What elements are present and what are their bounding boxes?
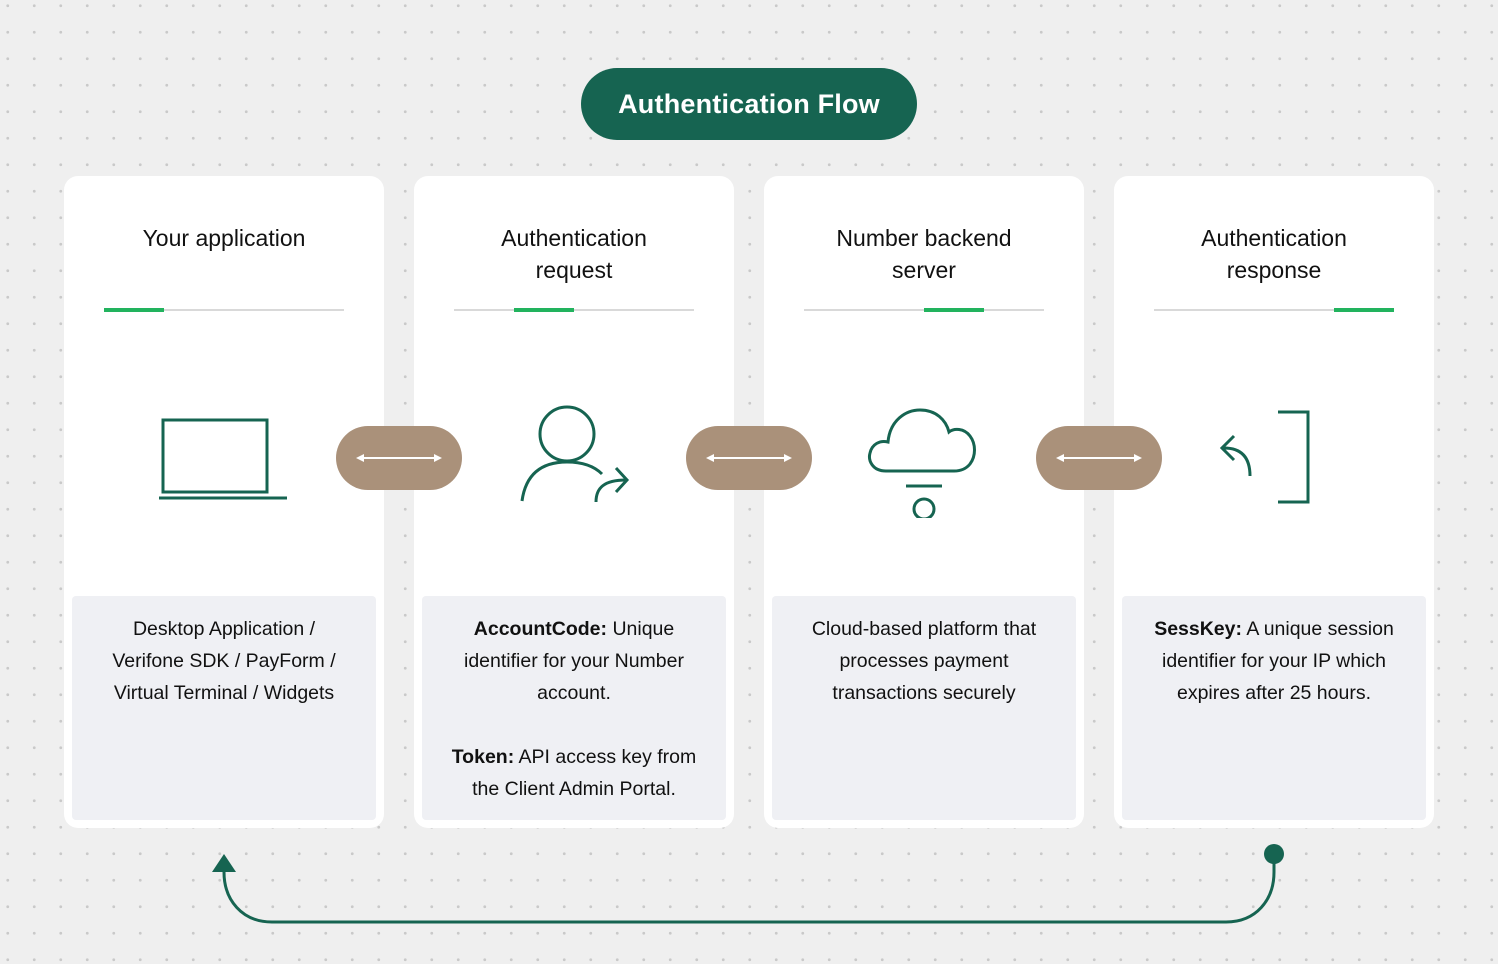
step-accent-bar — [1334, 308, 1394, 312]
desc-text: Unique identifier for your Number accoun… — [463, 618, 684, 704]
sign-in-return-icon — [1219, 410, 1310, 504]
step-description: Desktop Application / Verifone SDK / Pay… — [72, 596, 376, 820]
desc-label: SessKey: — [1154, 618, 1242, 640]
desc-label: Token: — [451, 746, 515, 768]
diagram-title: Authentication Flow — [581, 68, 917, 140]
step-card-authentication-request: Authentication request AccountCode: Uniq… — [414, 176, 734, 828]
step-card-your-application: Your application Desktop Application / V… — [64, 176, 384, 828]
step-title: Authentication request — [501, 225, 647, 283]
step-accent-bar — [514, 308, 574, 312]
step-card-authentication-response: Authentication response SessKey: A uniqu… — [1114, 176, 1434, 828]
desc-text: Desktop Application / Verifone SDK / Pay… — [112, 618, 336, 704]
step-divider — [804, 308, 1044, 312]
desc-label: AccountCode: — [473, 618, 608, 640]
connector-3 — [1036, 426, 1162, 490]
step-card-number-backend-server: Number backend server Cloud-based platfo… — [764, 176, 1084, 828]
step-divider — [104, 308, 344, 312]
desc-text: API access key from the Client Admin Por… — [472, 746, 697, 800]
step-title: Authentication response — [1201, 225, 1347, 283]
step-divider — [454, 308, 694, 312]
connector-2 — [686, 426, 812, 490]
step-title: Number backend server — [836, 225, 1012, 283]
bidirectional-arrow-icon — [706, 454, 792, 462]
desc-text: Cloud-based platform that processes paym… — [811, 618, 1037, 704]
step-description: SessKey: A unique session identifier for… — [1122, 596, 1426, 820]
step-accent-bar — [104, 308, 164, 312]
desc-text: A unique session identifier for your IP … — [1162, 618, 1394, 704]
step-accent-bar — [924, 308, 984, 312]
laptop-icon — [159, 418, 287, 500]
step-divider — [1154, 308, 1394, 312]
bidirectional-arrow-icon — [356, 454, 442, 462]
cloud-server-icon — [868, 408, 976, 518]
step-title: Your application — [142, 225, 306, 251]
step-description: Cloud-based platform that processes paym… — [772, 596, 1076, 820]
step-description: AccountCode: Unique identifier for your … — [422, 596, 726, 820]
connector-1 — [336, 426, 462, 490]
bidirectional-arrow-icon — [1056, 454, 1142, 462]
user-forward-icon — [520, 405, 630, 503]
